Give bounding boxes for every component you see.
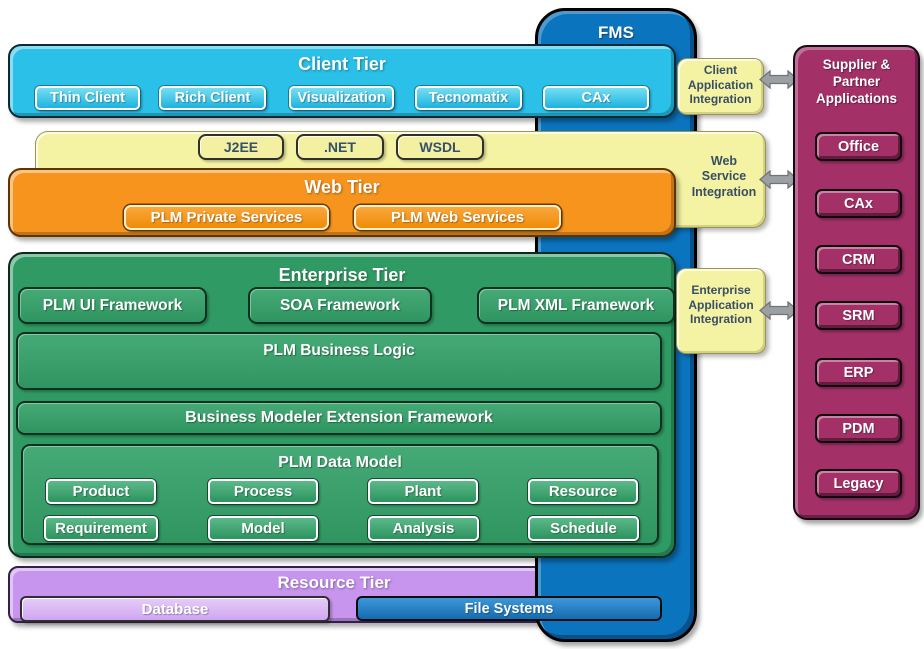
resource-box: Resource <box>528 479 638 504</box>
plm-data-model-title: PLM Data Model <box>278 454 402 471</box>
crm-box: CRM <box>815 245 902 274</box>
web-service-integration-label: Web Service Integration <box>691 154 757 199</box>
client-application-integration-label: Client Application Integration <box>687 63 754 107</box>
enterprise-tier-band: Enterprise Tier PLM UI Framework SOA Fra… <box>8 252 676 558</box>
plm-web-services-box: PLM Web Services <box>354 205 561 230</box>
client-tier-band: Client Tier Thin Client Rich Client Visu… <box>8 44 676 118</box>
visualization-box: Visualization <box>289 86 394 110</box>
business-modeler-extension-framework-box: Business Modeler Extension Framework <box>16 401 662 435</box>
product-box: Product <box>46 479 156 504</box>
dotnet-box: .NET <box>296 134 384 160</box>
soa-framework-box: SOA Framework <box>248 287 432 324</box>
supplier-partner-title: Supplier & Partner Applications <box>815 57 897 106</box>
requirement-box: Requirement <box>44 516 158 541</box>
resource-tier-title: Resource Tier <box>277 573 391 592</box>
srm-box: SRM <box>815 301 902 330</box>
plant-box: Plant <box>368 479 478 504</box>
plm-private-services-box: PLM Private Services <box>124 205 329 230</box>
thin-client-box: Thin Client <box>35 86 140 110</box>
wsdl-box: WSDL <box>396 134 484 160</box>
tecnomatix-box: Tecnomatix <box>415 86 522 110</box>
client-application-integration-box: Client Application Integration <box>677 58 764 115</box>
cax-partner-box: CAx <box>815 189 902 218</box>
cax-client-box: CAx <box>543 86 649 110</box>
plm-business-logic-box: PLM Business Logic <box>16 332 662 390</box>
enterprise-application-integration-label: Enterprise Application Integration <box>688 283 754 327</box>
process-box: Process <box>208 479 318 504</box>
enterprise-tier-title: Enterprise Tier <box>278 265 406 285</box>
enterprise-application-integration-box: Enterprise Application Integration <box>676 268 766 354</box>
supplier-partner-panel: Supplier & Partner Applications Office C… <box>793 45 920 520</box>
model-box: Model <box>208 516 318 541</box>
office-box: Office <box>815 132 902 161</box>
pdm-box: PDM <box>815 414 902 443</box>
rich-client-box: Rich Client <box>159 86 266 110</box>
fms-label: FMS <box>598 23 634 42</box>
j2ee-box: J2EE <box>198 134 284 160</box>
database-box: Database <box>20 596 330 622</box>
web-tier-band: Web Tier PLM Private Services PLM Web Se… <box>8 168 676 237</box>
erp-box: ERP <box>815 358 902 387</box>
legacy-box: Legacy <box>815 469 902 498</box>
file-systems-box: File Systems <box>356 596 662 621</box>
analysis-box: Analysis <box>368 516 479 541</box>
plm-ui-framework-box: PLM UI Framework <box>18 287 207 324</box>
schedule-box: Schedule <box>528 516 639 541</box>
web-tier-title: Web Tier <box>304 177 380 197</box>
plm-xml-framework-box: PLM XML Framework <box>477 287 675 324</box>
client-tier-title: Client Tier <box>298 54 386 74</box>
